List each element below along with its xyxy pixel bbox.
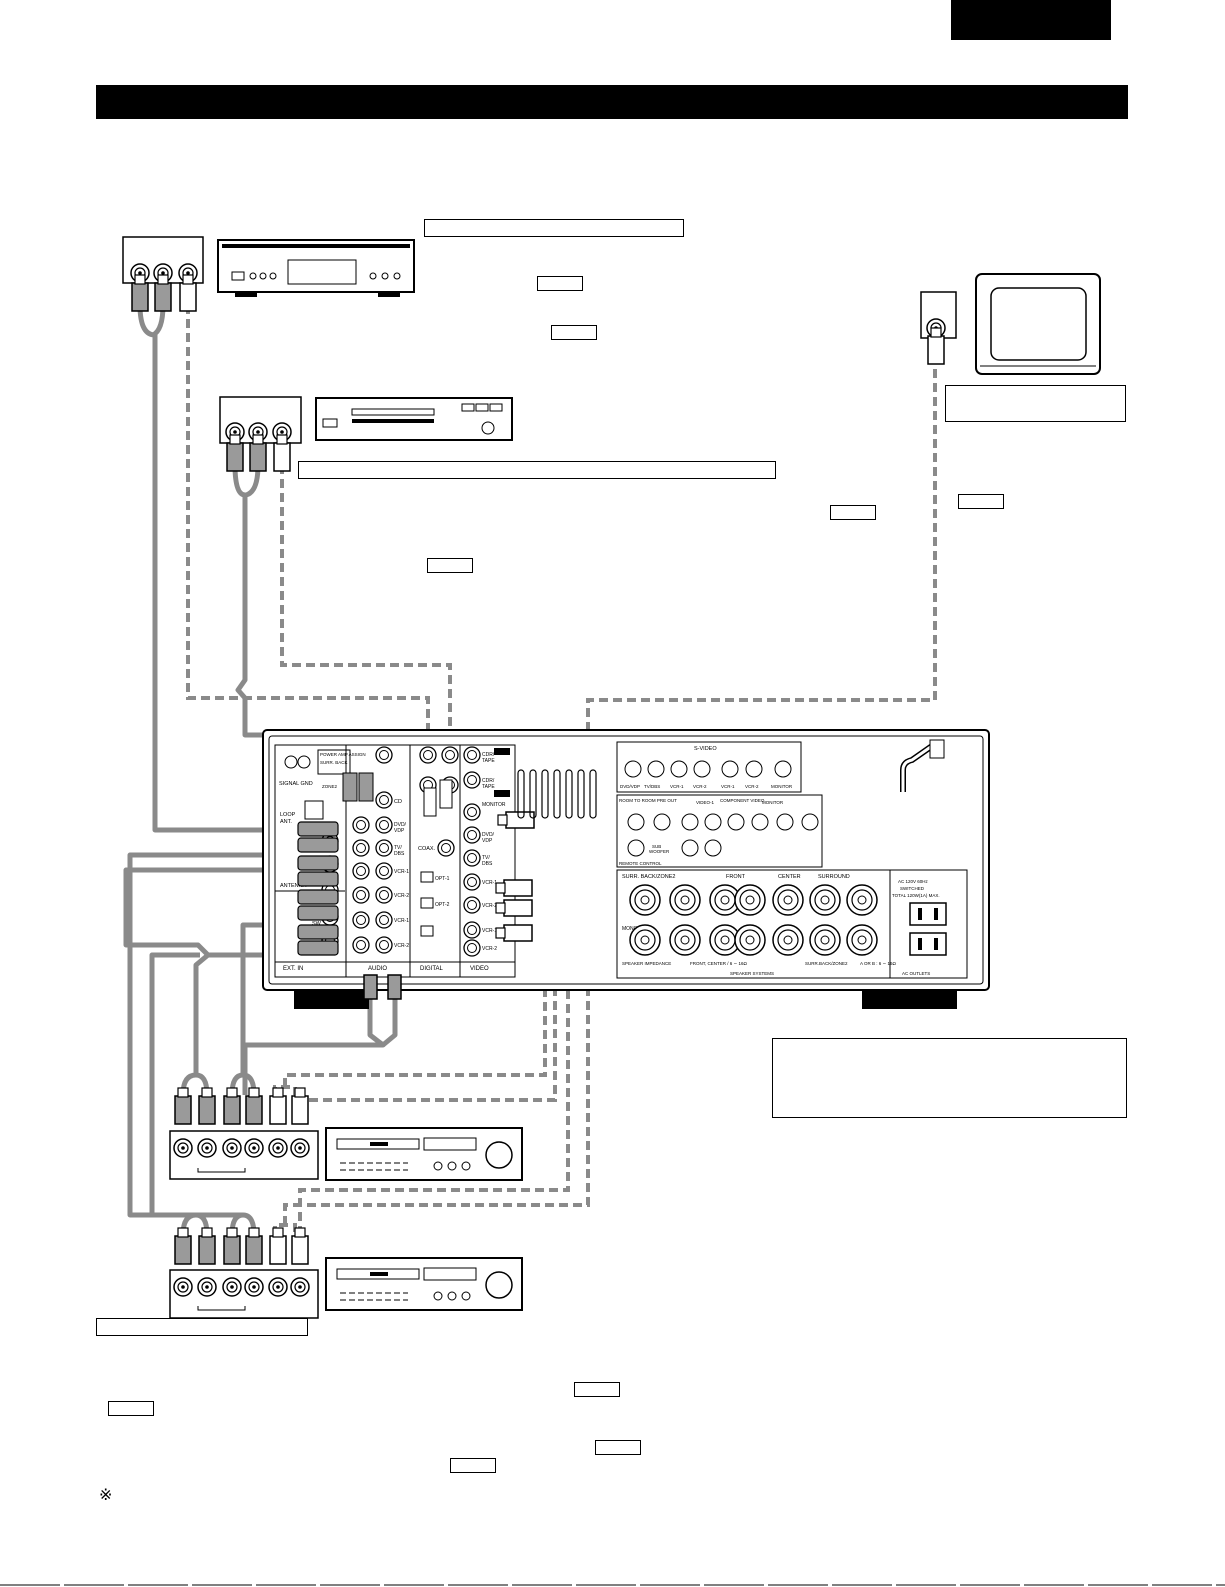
svg-text:CDR/: CDR/ — [482, 752, 495, 758]
svg-text:DIGITAL: DIGITAL — [420, 966, 444, 972]
tv-jack-panel — [920, 291, 957, 365]
vcr1-jack-panel — [169, 1087, 319, 1180]
svg-text:SURR.BACK/ZONE2: SURR.BACK/ZONE2 — [805, 961, 848, 966]
svg-text:A OR B : 6 ∼ 16Ω: A OR B : 6 ∼ 16Ω — [860, 961, 897, 966]
svg-text:DVD/: DVD/ — [482, 832, 495, 838]
page-ref-tag — [427, 558, 473, 573]
svg-text:ANTENNA: ANTENNA — [280, 883, 307, 889]
cd-player — [217, 239, 415, 297]
svg-text:VCR-1: VCR-1 — [721, 784, 735, 789]
vcr1-deck — [325, 1127, 523, 1181]
svg-text:MONO: MONO — [622, 926, 638, 932]
svg-text:VCR-2: VCR-2 — [394, 943, 409, 949]
page-ref-tag — [450, 1458, 496, 1473]
note-mark: ※ — [99, 1485, 113, 1504]
page-ref-tag — [537, 276, 583, 291]
svg-text:COAX.: COAX. — [418, 846, 436, 852]
svg-text:EXT. IN: EXT. IN — [283, 966, 303, 972]
receiver-rear-panel: SIGNAL GND POWER AMP ASSIGN SURR. BACK Z… — [262, 729, 990, 1009]
svg-text:TAPE: TAPE — [482, 784, 495, 790]
svg-text:TOTAL 120W(1A) MAX.: TOTAL 120W(1A) MAX. — [892, 893, 940, 898]
page-ref-tag — [108, 1401, 154, 1416]
vcr2-jack-panel — [169, 1227, 319, 1319]
svg-text:SPEAKER IMPEDANCE: SPEAKER IMPEDANCE — [622, 961, 671, 966]
svg-text:OPT-1: OPT-1 — [435, 876, 450, 882]
svg-text:SW: SW — [312, 921, 322, 927]
svg-text:VIDEO: VIDEO — [470, 966, 489, 972]
svg-text:SPEAKER SYSTEMS: SPEAKER SYSTEMS — [730, 971, 774, 976]
svg-text:VCR-1: VCR-1 — [482, 928, 497, 934]
svg-text:DBS: DBS — [394, 851, 405, 857]
svg-text:VIDEO-1: VIDEO-1 — [696, 800, 715, 805]
dvd-player-label — [298, 461, 776, 479]
svg-text:DVD/: DVD/ — [394, 822, 407, 828]
page-ref-tag — [830, 505, 876, 520]
zone2-plugs — [363, 974, 402, 1000]
svg-text:CD: CD — [394, 799, 402, 805]
svg-text:S-VIDEO: S-VIDEO — [694, 746, 717, 752]
cd-player-label — [424, 219, 684, 237]
svg-text:OPT-2: OPT-2 — [435, 902, 450, 908]
svg-text:WOOFER: WOOFER — [649, 849, 670, 854]
cd-player-jack-panel — [122, 236, 204, 312]
svg-text:VCR-2: VCR-2 — [482, 903, 497, 909]
svg-text:FRONT, CENTER / 6 ∼ 16Ω: FRONT, CENTER / 6 ∼ 16Ω — [690, 961, 748, 966]
page-ref-tag — [574, 1382, 620, 1397]
svg-text:SIGNAL GND: SIGNAL GND — [279, 781, 313, 787]
dvd-player — [315, 397, 513, 441]
svg-text:DBS: DBS — [482, 861, 493, 867]
svg-text:AUDIO: AUDIO — [368, 966, 387, 972]
svg-text:VCR-2: VCR-2 — [745, 784, 759, 789]
language-tab — [951, 0, 1111, 40]
svg-text:SUB: SUB — [652, 844, 661, 849]
vcr2-deck — [325, 1257, 523, 1311]
svg-text:VCR-1: VCR-1 — [670, 784, 684, 789]
svg-text:TAPE: TAPE — [482, 758, 495, 764]
svg-text:VCR-1: VCR-1 — [482, 880, 497, 886]
dvd-audio-cable — [232, 464, 353, 760]
section-title-bar — [96, 85, 1128, 119]
svg-text:SURR. BACK/ZONE2: SURR. BACK/ZONE2 — [622, 874, 675, 880]
svg-text:VCR-2: VCR-2 — [693, 784, 707, 789]
svg-text:VCR-2: VCR-2 — [394, 893, 409, 899]
page-ref-tag — [595, 1440, 641, 1455]
svg-text:CDR/: CDR/ — [482, 778, 495, 784]
tv-monitor-label — [945, 385, 1126, 422]
svg-text:COMPONENT VIDEO: COMPONENT VIDEO — [720, 798, 765, 803]
svg-text:FRONT: FRONT — [726, 874, 746, 880]
svg-text:VCR-1: VCR-1 — [394, 869, 409, 875]
svg-text:VCR-1: VCR-1 — [394, 918, 409, 924]
svg-text:AC 120V 60Hz: AC 120V 60Hz — [898, 879, 929, 884]
svg-text:DVD/VDP: DVD/VDP — [620, 784, 640, 789]
svg-text:MONITOR: MONITOR — [482, 802, 506, 808]
svg-text:SWITCHED: SWITCHED — [900, 886, 925, 891]
svg-text:ROOM TO ROOM PRE OUT: ROOM TO ROOM PRE OUT — [619, 798, 677, 803]
tv-monitor — [975, 273, 1101, 375]
svg-text:VDP: VDP — [482, 838, 493, 844]
svg-text:MONITOR: MONITOR — [762, 800, 784, 805]
svg-text:SURROUND: SURROUND — [818, 874, 850, 880]
cd-video-cable — [186, 305, 430, 790]
svg-text:TV/DBS: TV/DBS — [644, 784, 660, 789]
svg-text:ZONE2: ZONE2 — [322, 784, 338, 789]
svg-text:VCR-2: VCR-2 — [482, 946, 497, 952]
svg-text:TV/: TV/ — [394, 845, 402, 851]
svg-text:TV/: TV/ — [482, 855, 490, 861]
svg-text:POWER AMP ASSIGN: POWER AMP ASSIGN — [320, 752, 366, 757]
dvd-player-jack-panel — [219, 396, 302, 472]
svg-text:SURR. BACK: SURR. BACK — [320, 760, 348, 765]
vcr-note-box — [772, 1038, 1127, 1118]
svg-text:AC OUTLETS: AC OUTLETS — [902, 971, 930, 976]
page-ref-tag — [551, 325, 597, 340]
page-ref-tag — [958, 494, 1004, 509]
svg-text:VDP: VDP — [394, 828, 405, 834]
vcr1-audio-cable — [123, 867, 290, 1075]
svg-text:MONITOR: MONITOR — [771, 784, 793, 789]
svg-text:REMOTE CONTROL: REMOTE CONTROL — [619, 861, 662, 866]
svg-text:ANT.: ANT. — [280, 819, 292, 825]
svg-text:LOOP: LOOP — [280, 812, 296, 818]
dvd-video-cable — [280, 465, 452, 790]
svg-text:CENTER: CENTER — [778, 874, 801, 880]
